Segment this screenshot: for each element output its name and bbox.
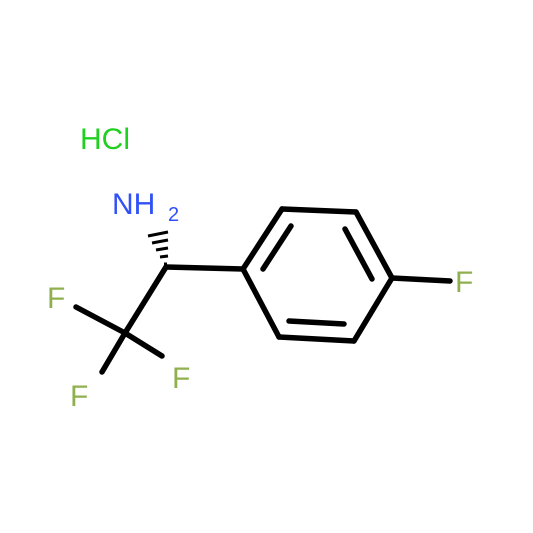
amine-label: NH [112,188,155,221]
hcl-label: HCl [80,123,130,156]
bonds [73,206,453,375]
ring-double-bond [342,226,375,282]
cf3-fluorine-bond [73,304,128,336]
aryl-fluorine-bond [389,275,453,284]
chiral-cf3-bond [122,264,169,336]
ring-bond [240,266,282,340]
hashed-wedge-bond [147,230,169,266]
cf3-fluorine-bond [99,330,128,375]
amine-subscript: 2 [168,204,179,226]
ring-fluorine-label: F [455,266,473,299]
cf3-fluorine-label: F [70,380,88,413]
cf3-fluorine-label: F [172,362,190,395]
ring-double-bond [286,318,347,327]
ring-bond [276,334,357,344]
ring-bond [353,209,395,281]
ring-bond [240,206,285,272]
cf3-fluorine-bond [122,330,165,359]
chiral-aryl-bond [163,264,246,272]
ring-double-bond [260,223,294,272]
ring-bond [351,275,395,344]
ring-bond [279,206,359,215]
cf3-fluorine-label: F [47,282,65,315]
